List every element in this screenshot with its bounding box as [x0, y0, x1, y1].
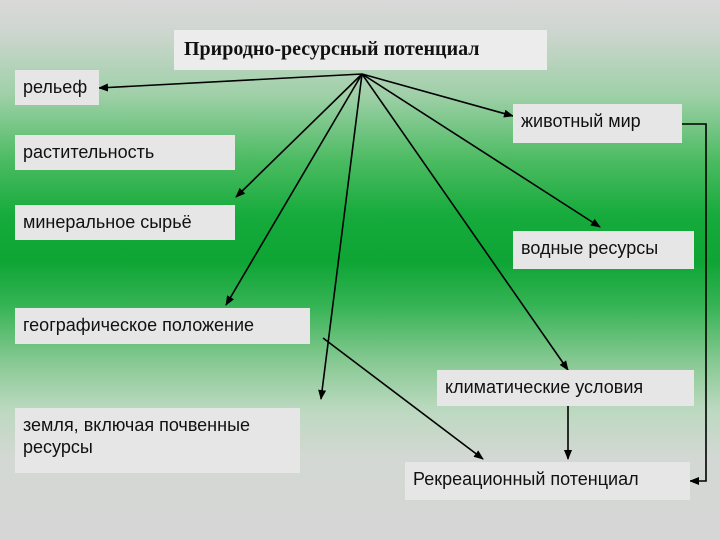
- node-geo-position: географическое положение: [15, 308, 310, 344]
- arrow-to-climate: [361, 73, 569, 371]
- arrow-to-fauna: [361, 73, 514, 118]
- node-land: земля, включая почвенные ресурсы: [15, 408, 300, 473]
- diagram-title: Природно-ресурсный потенциал: [174, 30, 547, 70]
- node-relief: рельеф: [15, 70, 99, 105]
- arrow-to-minerals: [235, 73, 363, 198]
- node-water: водные ресурсы: [513, 231, 694, 269]
- node-vegetation: растительность: [15, 135, 235, 170]
- arrow-to-land: [318, 73, 363, 400]
- node-fauna: животный мир: [513, 104, 682, 143]
- node-recreation: Рекреационный потенциал: [405, 462, 690, 500]
- arrow-geo-to-recreation: [322, 337, 484, 460]
- node-minerals: минеральное сырьё: [15, 205, 235, 240]
- bracket-fauna-water-recreation: [682, 123, 707, 485]
- arrow-to-relief: [98, 73, 363, 92]
- arrow-to-geo-position: [225, 73, 363, 306]
- arrow-to-water: [361, 73, 601, 228]
- node-climate: климатические условия: [437, 370, 694, 406]
